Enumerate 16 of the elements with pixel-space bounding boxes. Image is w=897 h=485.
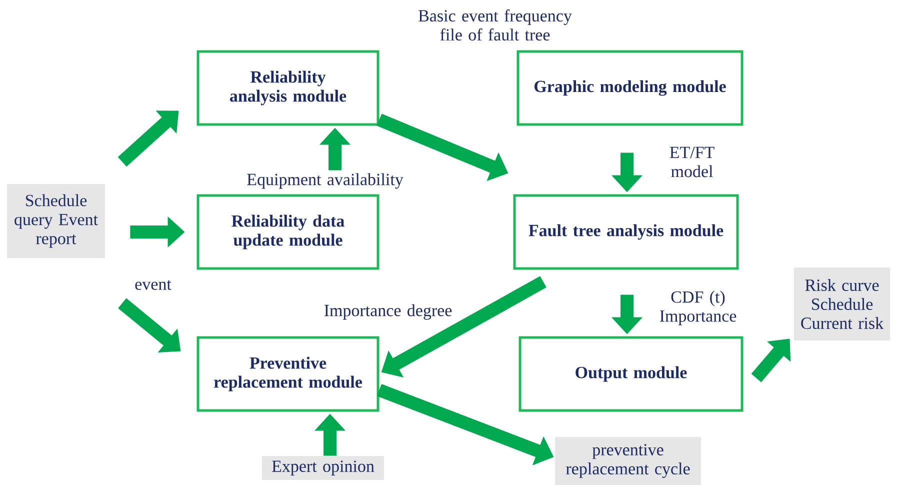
edge-label: Importance degree: [324, 304, 452, 320]
note-label: Basic event frequency file of fault tree: [418, 9, 572, 41]
module-box: Output module: [518, 336, 744, 412]
info-box: preventive replacement cycle: [555, 437, 701, 485]
info-box: Schedule query Event report: [7, 184, 105, 258]
module-box: Preventive replacement module: [196, 336, 380, 412]
info-box: Risk curve Schedule Current risk: [794, 268, 890, 340]
info-box: Expert opinion: [262, 456, 384, 480]
edge-label: Equipment availability: [247, 173, 404, 189]
module-box: Reliability data update module: [196, 194, 380, 270]
module-box: Graphic modeling module: [516, 50, 744, 126]
edge-label: ET/FT model: [670, 146, 714, 178]
edge-label: event: [135, 280, 172, 290]
module-box: Fault tree analysis module: [513, 194, 739, 270]
module-box: Reliability analysis module: [196, 50, 380, 126]
edge-label: CDF (t) Importance: [660, 290, 736, 326]
